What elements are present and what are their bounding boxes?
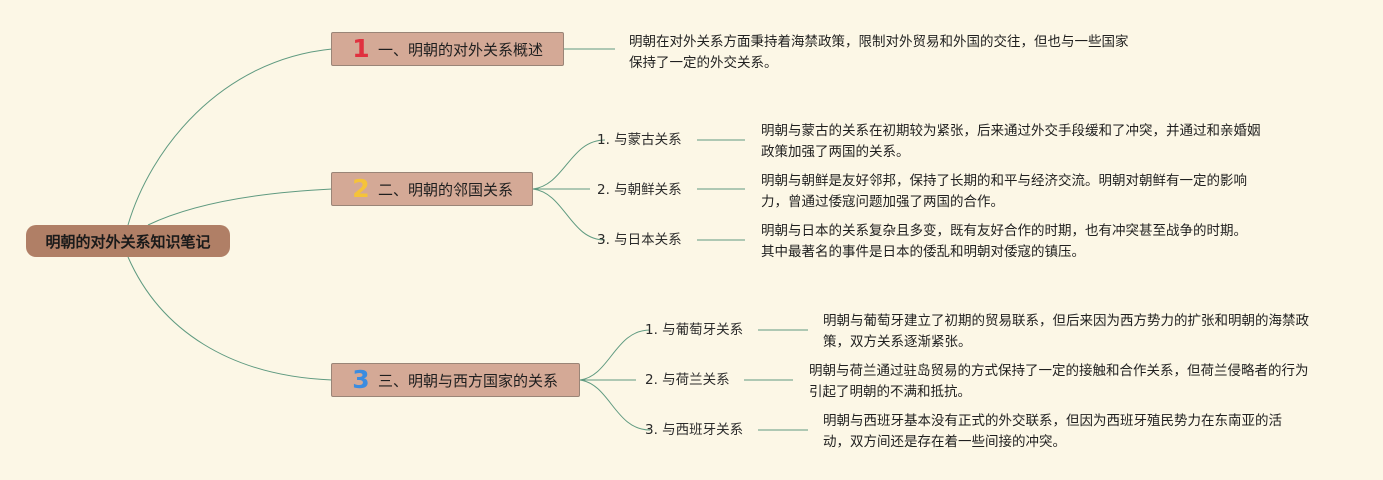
leaf-description-japan: 明朝与日本的关系复杂且多变，既有友好合作的时期，也有冲突甚至战争的时期。其中最著…: [761, 223, 1247, 260]
number-three-icon: 3: [352, 365, 370, 394]
connector-branch-3-leaf-1: [579, 329, 651, 381]
branch-title: 三、明朝与西方国家的关系: [378, 371, 559, 390]
leaf-node-mongolia[interactable]: 1. 与蒙古关系: [597, 132, 682, 148]
branch-node-1[interactable]: 1 一、明朝的对外关系概述: [331, 32, 564, 66]
leaf-node-netherlands[interactable]: 2. 与荷兰关系: [645, 372, 730, 388]
branch-title: 一、明朝的对外关系概述: [378, 40, 544, 59]
leaf-node-korea[interactable]: 2. 与朝鲜关系: [597, 182, 682, 198]
leaf-description-netherlands: 明朝与荷兰通过驻岛贸易的方式保持了一定的接触和合作关系，但荷兰侵略者的行为引起了…: [809, 363, 1309, 400]
leaf-description-mongolia: 明朝与蒙古的关系在初期较为紧张，后来通过外交手段缓和了冲突，并通过和亲婚姻政策加…: [761, 123, 1261, 160]
connector-branch-3-leaf-3: [579, 379, 651, 431]
leaf-description-spain: 明朝与西班牙基本没有正式的外交联系，但因为西班牙殖民势力在东南亚的活动，双方间还…: [823, 413, 1282, 450]
connector-root-branch-2: [147, 188, 333, 226]
branch-1-description: 明朝在对外关系方面秉持着海禁政策，限制对外贸易和外国的交往，但也与一些国家保持了…: [629, 34, 1129, 71]
connector-root-branch-1: [127, 48, 333, 226]
leaf-description-korea: 明朝与朝鲜是友好邻邦，保持了长期的和平与经济交流。明朝对朝鲜有一定的影响力，曾通…: [761, 173, 1247, 210]
connector-branch-2-leaf-3: [532, 188, 606, 241]
root-title: 明朝的对外关系知识笔记: [45, 232, 211, 251]
branch-node-3[interactable]: 3 三、明朝与西方国家的关系: [331, 363, 580, 397]
number-two-icon: 2: [352, 174, 370, 203]
leaf-node-spain[interactable]: 3. 与西班牙关系: [645, 422, 744, 438]
connector-branch-2-leaf-1: [532, 139, 606, 190]
leaf-node-japan[interactable]: 3. 与日本关系: [597, 232, 682, 248]
connector-root-branch-3: [127, 256, 333, 381]
leaf-node-portugal[interactable]: 1. 与葡萄牙关系: [645, 322, 744, 338]
branch-node-2[interactable]: 2 二、明朝的邻国关系: [331, 172, 533, 206]
branch-title: 二、明朝的邻国关系: [378, 180, 514, 199]
root-node[interactable]: 明朝的对外关系知识笔记: [26, 225, 230, 257]
leaf-description-portugal: 明朝与葡萄牙建立了初期的贸易联系，但后来因为西方势力的扩张和明朝的海禁政策，双方…: [823, 313, 1309, 350]
number-one-icon: 1: [352, 34, 370, 63]
